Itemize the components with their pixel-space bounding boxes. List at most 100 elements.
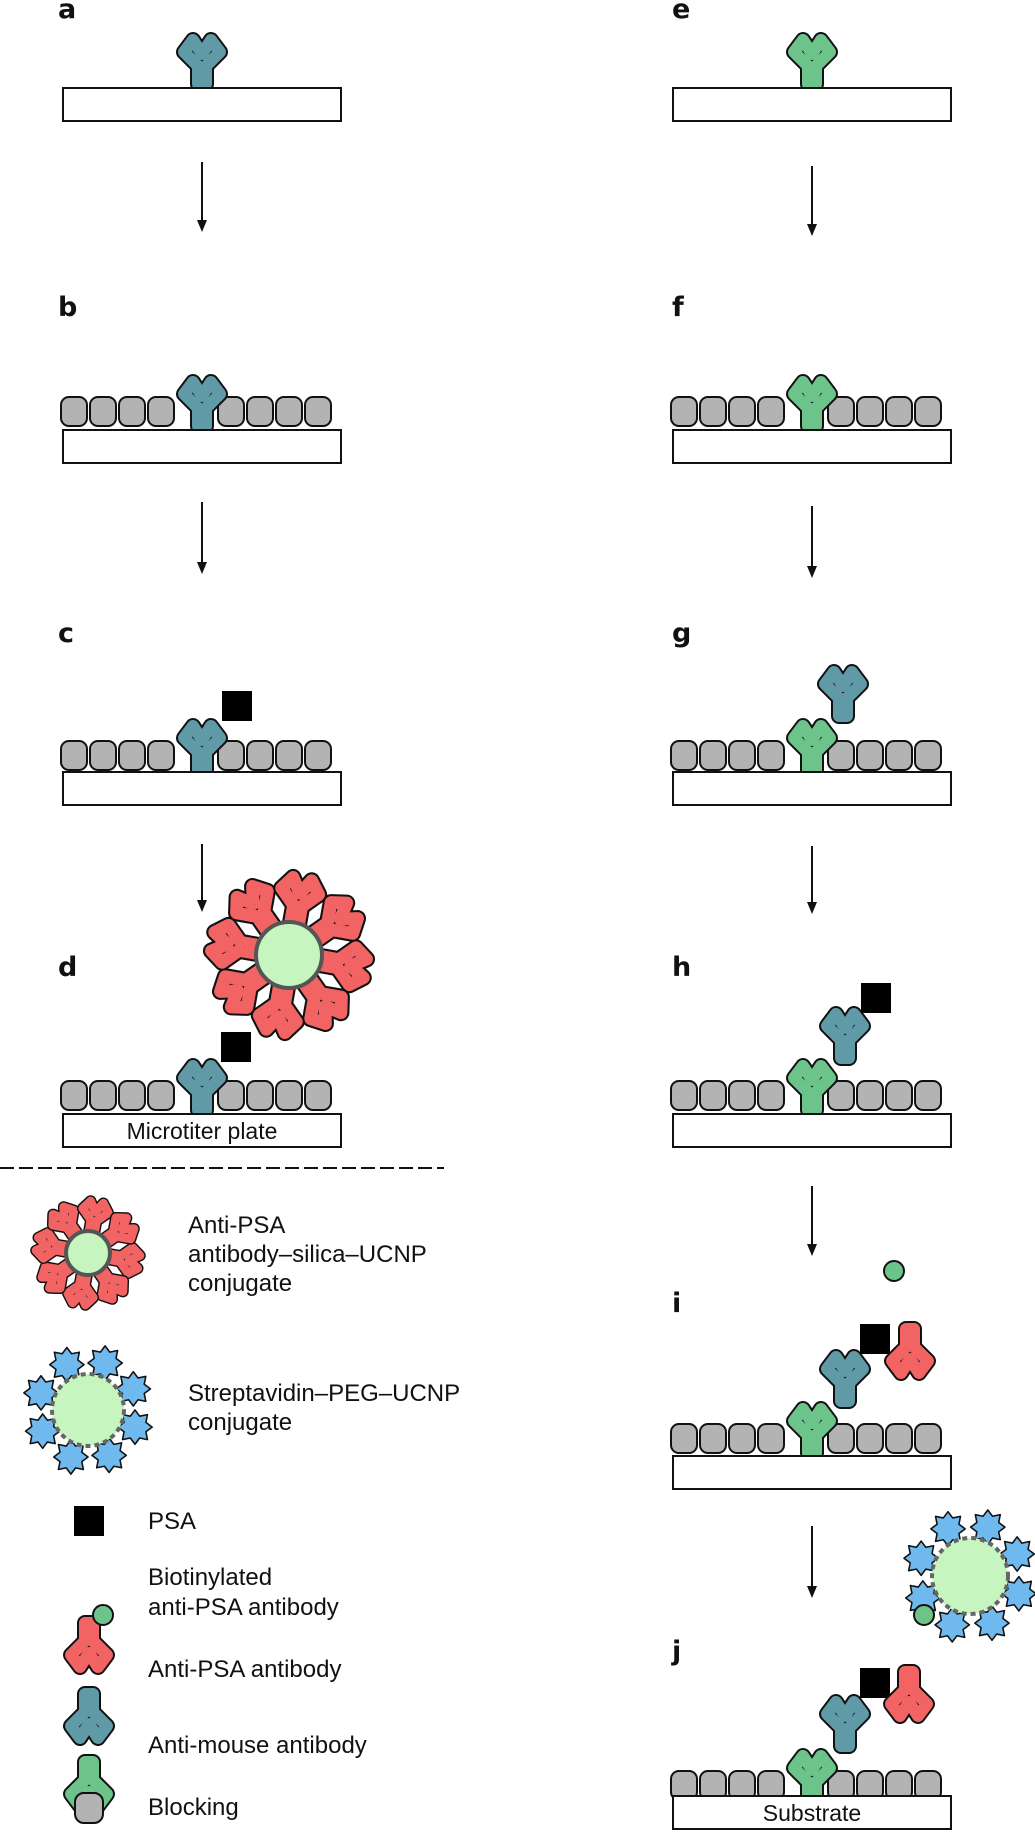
panel-label-d: d	[58, 952, 77, 983]
blocking-molecule	[670, 396, 698, 427]
legend-peg-conjugate-icon	[23, 1345, 153, 1475]
panel-label-c: c	[58, 618, 74, 649]
blocking-molecule	[60, 740, 88, 771]
blocking-molecule	[914, 1080, 942, 1111]
arrow-f-g-head	[807, 566, 817, 578]
legend-anti-psa-antibody-icon	[63, 1686, 115, 1746]
anti-psa-antibody	[817, 664, 869, 724]
blocking-molecule	[304, 396, 332, 427]
blocking-molecule	[914, 1423, 942, 1454]
blocking-molecule	[118, 396, 146, 427]
legend-silica-conjugate-icon	[30, 1195, 146, 1311]
plate-c	[62, 771, 342, 806]
blocking-molecule	[118, 740, 146, 771]
arrow-i-j-head	[807, 1586, 817, 1598]
panel-label-e: e	[672, 0, 690, 25]
conjugate-antibody	[294, 969, 350, 1033]
plate-e	[672, 87, 952, 122]
anti-mouse-antibody	[786, 1058, 838, 1118]
anti-psa-antibody	[176, 1058, 228, 1118]
blocking-layer-h	[670, 1080, 942, 1111]
nanoparticle-core	[930, 1536, 1010, 1616]
legend-biotin-icon	[92, 1604, 114, 1626]
blocking-molecule	[217, 740, 245, 771]
arrow-b-c-head	[197, 562, 207, 574]
legend-label-psa: PSA	[148, 1508, 196, 1535]
blocking-molecule	[699, 1080, 727, 1111]
anti-psa-antibody	[176, 374, 228, 434]
blocking-molecule	[728, 740, 756, 771]
blocking-molecule	[827, 396, 855, 427]
conjugate-antibody	[273, 868, 328, 934]
plate-b	[62, 429, 342, 464]
panel-label-i: i	[672, 1288, 681, 1319]
blocking-molecule	[304, 1080, 332, 1111]
anti-mouse-antibody	[786, 1748, 838, 1808]
arrow-g-h-head	[807, 902, 817, 914]
blocking-molecule	[147, 1080, 175, 1111]
arrow-a-b-head	[197, 220, 207, 232]
blocking-molecule	[885, 1423, 913, 1454]
blocking-molecule	[885, 740, 913, 771]
nanoparticle-core	[50, 1372, 126, 1448]
panel-label-f: f	[672, 292, 684, 323]
arrow-h-i-head	[807, 1244, 817, 1256]
blocking-molecule	[147, 740, 175, 771]
anti-psa-silica-ucnp-conjugate	[202, 868, 376, 1042]
plate-a	[62, 87, 342, 122]
legend-blocking-icon	[74, 1792, 104, 1824]
anti-mouse-antibody	[786, 718, 838, 778]
conjugate-antibody	[303, 894, 367, 950]
anti-psa-antibody	[176, 32, 228, 92]
legend-psa-icon	[74, 1506, 104, 1536]
blocking-molecule	[89, 1080, 117, 1111]
blocking-molecule	[827, 1423, 855, 1454]
blocking-molecule	[757, 740, 785, 771]
conjugate-antibody	[36, 1256, 80, 1295]
legend-biotinylated-antibody-icon	[63, 1615, 115, 1675]
plate-g	[672, 771, 952, 806]
conjugate-antibody	[91, 1261, 130, 1305]
conjugate-antibody	[202, 916, 268, 971]
substrate-plate-label: Substrate	[763, 1800, 861, 1826]
biotin	[883, 1260, 905, 1282]
blocking-molecule	[670, 1080, 698, 1111]
arrow-e-f-head	[807, 224, 817, 236]
legend-label-biotinylated: Biotinylated	[148, 1564, 272, 1591]
blocking-molecule	[670, 1423, 698, 1454]
psa-square	[221, 1032, 251, 1062]
legend-label-biotinylated: anti-PSA antibody	[148, 1594, 339, 1621]
conjugate-antibody	[76, 1195, 114, 1240]
blocking-layer-g	[670, 740, 942, 771]
biotin	[913, 1604, 935, 1626]
blocking-molecule	[246, 740, 274, 771]
blocking-molecule	[827, 740, 855, 771]
blocking-molecule	[856, 1423, 884, 1454]
blocking-layer-i	[670, 1423, 942, 1454]
blocking-molecule	[827, 1080, 855, 1111]
legend-label-silica-conjugate: Anti-PSA	[188, 1212, 285, 1239]
blocking-molecule	[304, 740, 332, 771]
panel-label-b: b	[58, 292, 77, 323]
blocking-molecule	[60, 1080, 88, 1111]
anti-psa-antibody	[819, 1694, 871, 1754]
anti-mouse-antibody	[786, 374, 838, 434]
blocking-molecule	[757, 1080, 785, 1111]
legend-label-silica-conjugate: conjugate	[188, 1270, 292, 1297]
plate-h	[672, 1113, 952, 1148]
streptavidin-peg-ucnp-conjugate	[903, 1509, 1035, 1643]
conjugate-antibody	[250, 976, 305, 1042]
blocking-molecule	[699, 740, 727, 771]
panel-label-a: a	[58, 0, 76, 25]
blocking-layer-j	[670, 1770, 942, 1801]
anti-psa-antibody	[819, 1006, 871, 1066]
blocking-molecule	[89, 740, 117, 771]
conjugate-antibody	[62, 1266, 100, 1311]
panel-label-g: g	[672, 618, 691, 649]
blocking-molecule	[885, 396, 913, 427]
legend-label-blocking: Blocking	[148, 1794, 239, 1821]
conjugate-antibody	[46, 1201, 85, 1245]
blocking-layer-b	[60, 396, 332, 427]
conjugate-antibody	[30, 1227, 75, 1265]
